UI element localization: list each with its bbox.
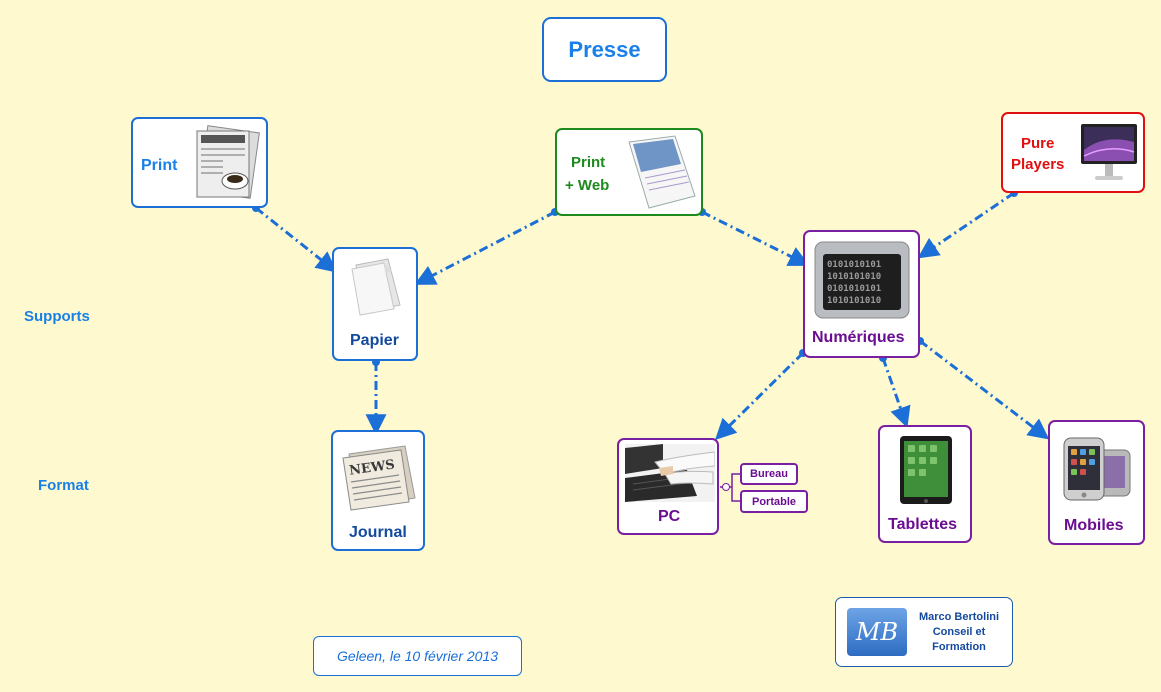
mobiles-label: Mobiles [1064, 517, 1124, 534]
print-web-label-line2: + Web [565, 177, 610, 194]
pc-sub-portable-label: Portable [751, 495, 796, 508]
binary-screen-icon: 0101010101 1010101010 0101010101 1010101… [814, 241, 910, 319]
pure-players-label-line2: Players [1011, 156, 1065, 173]
journal-label: Journal [349, 524, 407, 541]
pc-sub-bureau-label: Bureau [750, 468, 788, 480]
mobiles-node[interactable]: Mobiles [1048, 420, 1145, 545]
pure-players-label-line1: Pure [1021, 135, 1055, 152]
news-journal-icon: NEWS [342, 445, 416, 511]
edge-print-papier [255, 206, 338, 273]
numeriques-label: Numériques [812, 329, 905, 346]
edge-numeriques-pc [715, 351, 805, 440]
format-label: Format [38, 477, 89, 494]
pc-node[interactable]: PC [617, 438, 719, 535]
author-card[interactable]: MB Marco Bertolini Conseil et Formation [835, 597, 1013, 667]
print-web-label-line1: Print [571, 154, 606, 171]
edge-pureplayers-numeriques [917, 191, 1015, 259]
author-line3: Formation [932, 641, 986, 653]
pc-sub-bureau[interactable]: Bureau [740, 463, 798, 485]
print-label: Print [141, 157, 178, 174]
journal-node[interactable]: NEWS Journal [331, 430, 425, 551]
newspaper-stack-icon [196, 125, 260, 199]
title-node[interactable]: Presse [542, 17, 667, 82]
print-web-node[interactable]: Print + Web [555, 128, 703, 216]
pc-sub-portable[interactable]: Portable [740, 490, 808, 513]
author-line1: Marco Bertolini [918, 611, 1000, 623]
author-line2: Conseil et [932, 626, 986, 638]
svg-text:1010101010: 1010101010 [827, 272, 881, 282]
svg-text:0101010101: 0101010101 [827, 260, 881, 270]
page-title: Presse [568, 36, 641, 62]
tablettes-label: Tablettes [888, 516, 958, 533]
supports-label: Supports [24, 308, 90, 325]
laptop-typing-icon [625, 444, 715, 502]
papier-node[interactable]: Papier [332, 247, 418, 361]
tablet-icon [900, 436, 952, 504]
date-note: Geleen, le 10 février 2013 [313, 636, 522, 676]
papier-label: Papier [350, 332, 399, 349]
print-node[interactable]: Print [131, 117, 268, 208]
date-note-text: Geleen, le 10 février 2013 [336, 648, 499, 664]
edge-printweb-numeriques [701, 210, 810, 266]
edge-numeriques-mobiles [919, 339, 1050, 440]
document-page-icon [628, 135, 696, 209]
svg-text:0101010101: 0101010101 [827, 284, 881, 294]
author-logo: MB [847, 608, 907, 656]
smartphone-icon [1063, 437, 1131, 501]
monitor-icon [1081, 124, 1137, 180]
pc-label: PC [658, 508, 681, 525]
pure-players-node[interactable]: Pure Players [1001, 112, 1145, 193]
author-logo-text: MB [855, 618, 899, 646]
svg-text:1010101010: 1010101010 [827, 296, 881, 306]
tablettes-node[interactable]: Tablettes [878, 425, 972, 543]
blank-paper-icon [351, 258, 401, 316]
edge-printweb-papier [414, 210, 556, 285]
svg-text:NEWS: NEWS [348, 457, 395, 478]
edge-numeriques-tablettes [881, 357, 911, 428]
numeriques-node[interactable]: 0101010101 1010101010 0101010101 1010101… [803, 230, 920, 358]
